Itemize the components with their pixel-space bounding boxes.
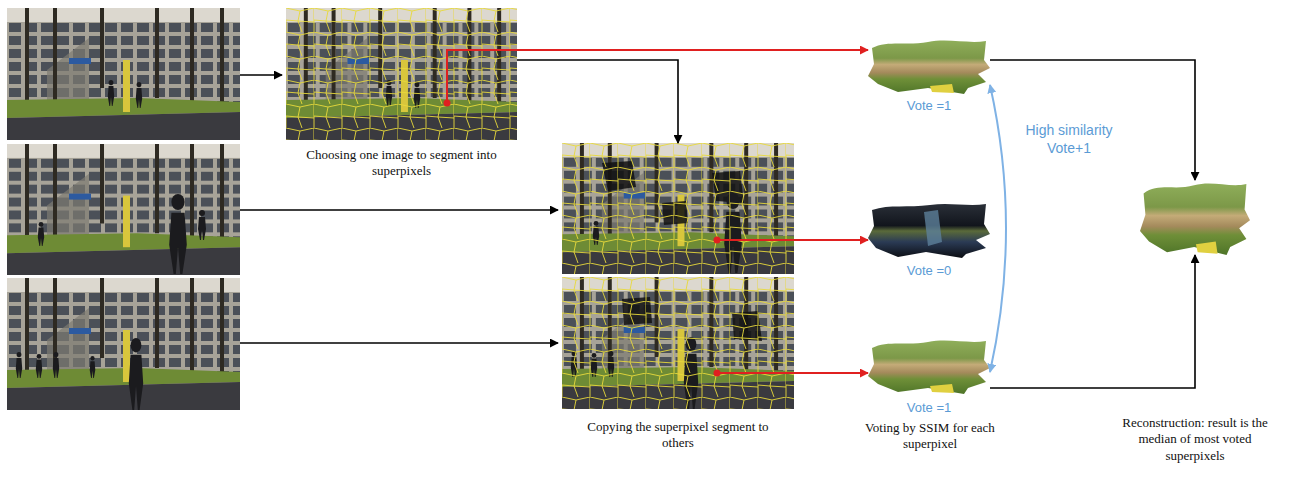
connector-arrow — [990, 60, 1195, 180]
connector-arrow — [517, 49, 868, 51]
superpixel-patch: Vote =0 — [868, 202, 990, 258]
connector-arrow — [794, 372, 868, 374]
segmented-image-pair: Copying the superpixel segment to others — [562, 143, 794, 409]
connector-arrow — [990, 85, 1006, 372]
connector-arrow — [990, 255, 1195, 388]
caption: Reconstruction: result is the median of … — [1110, 415, 1280, 464]
step-caption: Voting by SSIM for each superpixel — [855, 420, 1005, 453]
superpixel-patch: Vote =1 — [868, 338, 990, 394]
vote-label: Vote =1 — [868, 98, 990, 114]
connector-arrow — [794, 239, 868, 241]
connector-arrow — [517, 60, 678, 143]
segmented-image: Choosing one image to segment into super… — [286, 8, 517, 140]
caption: Copying the superpixel segment to others — [573, 419, 783, 452]
edge-label: High similarity Vote+1 — [1010, 122, 1128, 157]
result-patch: Reconstruction: result is the median of … — [1140, 180, 1250, 255]
vote-label: Vote =0 — [868, 263, 990, 279]
caption: Choosing one image to segment into super… — [281, 147, 522, 180]
vote-label: Vote =1 — [868, 400, 990, 416]
superpixel-patch: Vote =1 — [868, 38, 990, 94]
